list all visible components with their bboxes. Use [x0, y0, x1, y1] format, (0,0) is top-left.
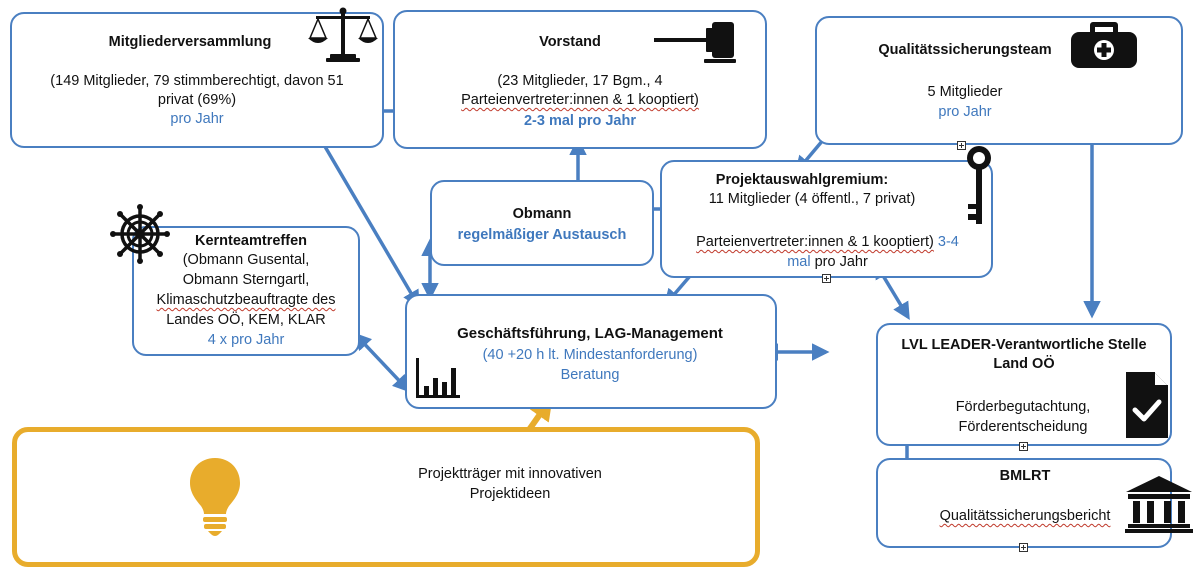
- box-mitgliederversammlung: [10, 12, 384, 148]
- kernteam-line4: Landes OÖ, KEM, KLAR: [166, 312, 326, 328]
- medical-bag-icon: [1071, 22, 1137, 68]
- box-kernteamtreffen: [132, 226, 360, 356]
- box-geschaeftsfuehrung: [405, 294, 777, 409]
- gf-line2: Beratung: [560, 367, 620, 383]
- projekt-freq-a: 3-4: [937, 234, 959, 250]
- qs-line1: 5 Mitglieder: [927, 84, 1003, 100]
- lvl-title1: LVL LEADER-Verantwortliche Stelle: [901, 337, 1147, 353]
- lvl-line2: Förderentscheidung: [958, 419, 1088, 435]
- box-lvl-leader: [876, 323, 1172, 446]
- projekt-line2-text: Parteienvertreter:innen & 1 kooptiert): [696, 234, 934, 250]
- gavel-icon: [654, 22, 736, 63]
- kernteam-line1: (Obmann Gusental,: [182, 252, 310, 268]
- lvl-expand-handle[interactable]: [1019, 442, 1028, 451]
- mitglieder-line1: (149 Mitglieder, 79 stimmberechtigt, dav…: [50, 73, 344, 89]
- box-obmann: [430, 180, 654, 266]
- obmann-freq: regelmäßiger Austausch: [457, 227, 627, 243]
- box-projekttraeger: [12, 427, 760, 567]
- projekt-line2: Parteienvertreter:innen & 1 kooptiert) 3…: [664, 233, 991, 252]
- light-bulb-icon: [190, 458, 240, 536]
- lvl-line1: Förderbegutachtung,: [955, 399, 1091, 415]
- arrow-kernteam-gf: [353, 332, 411, 393]
- kernteam-freq: 4 x pro Jahr: [207, 332, 285, 348]
- traeger-line2: Projektideen: [469, 486, 551, 502]
- key-icon: [967, 146, 991, 224]
- document-check-icon: [1126, 372, 1168, 438]
- bmlrt-line1-text: Qualitätssicherungsbericht: [939, 508, 1111, 524]
- projekt-line1: 11 Mitglieder (4 öffentl., 7 privat): [708, 191, 916, 207]
- vorstand-line2-text: Parteienvertreter:innen & 1 kooptiert): [461, 92, 699, 108]
- box-projektauswahlgremium: [660, 160, 993, 278]
- qs-freq: pro Jahr: [938, 104, 992, 120]
- projekt-expand-handle[interactable]: [822, 274, 831, 283]
- projekt-line3: mal pro Jahr: [664, 253, 991, 272]
- box-vorstand: [393, 10, 767, 149]
- kernteam-title: Kernteamtreffen: [195, 233, 307, 249]
- traeger-line1: Projektträger mit innovativen: [418, 466, 602, 482]
- mitglieder-freq: pro Jahr: [170, 111, 224, 127]
- projekt-freq-b: mal: [787, 254, 811, 270]
- bmlrt-title: BMLRT: [999, 468, 1051, 484]
- qs-expand-handle[interactable]: [957, 141, 966, 150]
- bar-chart-icon: [416, 358, 460, 398]
- projekt-title: Projektauswahlgremium:: [715, 172, 889, 188]
- kernteam-line3-text: Klimaschutzbeauftragte des: [156, 292, 336, 308]
- box-bmlrt: [876, 458, 1172, 548]
- kernteam-line2: Obmann Sterngartl,: [182, 272, 310, 288]
- mitglieder-line2: privat (69%): [157, 92, 237, 108]
- projekt-freq-c: pro Jahr: [814, 254, 868, 270]
- government-building-icon: [1125, 476, 1193, 533]
- gf-title: Geschäftsführung, LAG-Management: [457, 325, 723, 342]
- obmann-title: Obmann: [512, 206, 572, 222]
- kernteam-line3: Klimaschutzbeauftragte des: [134, 291, 358, 310]
- mitglieder-title: Mitgliederversammlung: [108, 34, 272, 50]
- scales-icon: [308, 7, 378, 62]
- bmlrt-expand-handle[interactable]: [1019, 543, 1028, 552]
- ship-wheel-icon: [110, 204, 170, 264]
- qs-title: Qualitätssicherungsteam: [878, 42, 1052, 58]
- vorstand-line2: Parteienvertreter:innen & 1 kooptiert): [395, 91, 765, 110]
- lvl-title2: Land OÖ: [993, 356, 1055, 372]
- vorstand-line1: (23 Mitglieder, 17 Bgm., 4: [497, 73, 663, 89]
- vorstand-title: Vorstand: [539, 34, 601, 50]
- bmlrt-line1: Qualitätssicherungsbericht: [900, 507, 1150, 526]
- vorstand-freq: 2-3 mal pro Jahr: [523, 113, 636, 129]
- gf-line1: (40 +20 h lt. Mindestanforderung): [482, 347, 698, 363]
